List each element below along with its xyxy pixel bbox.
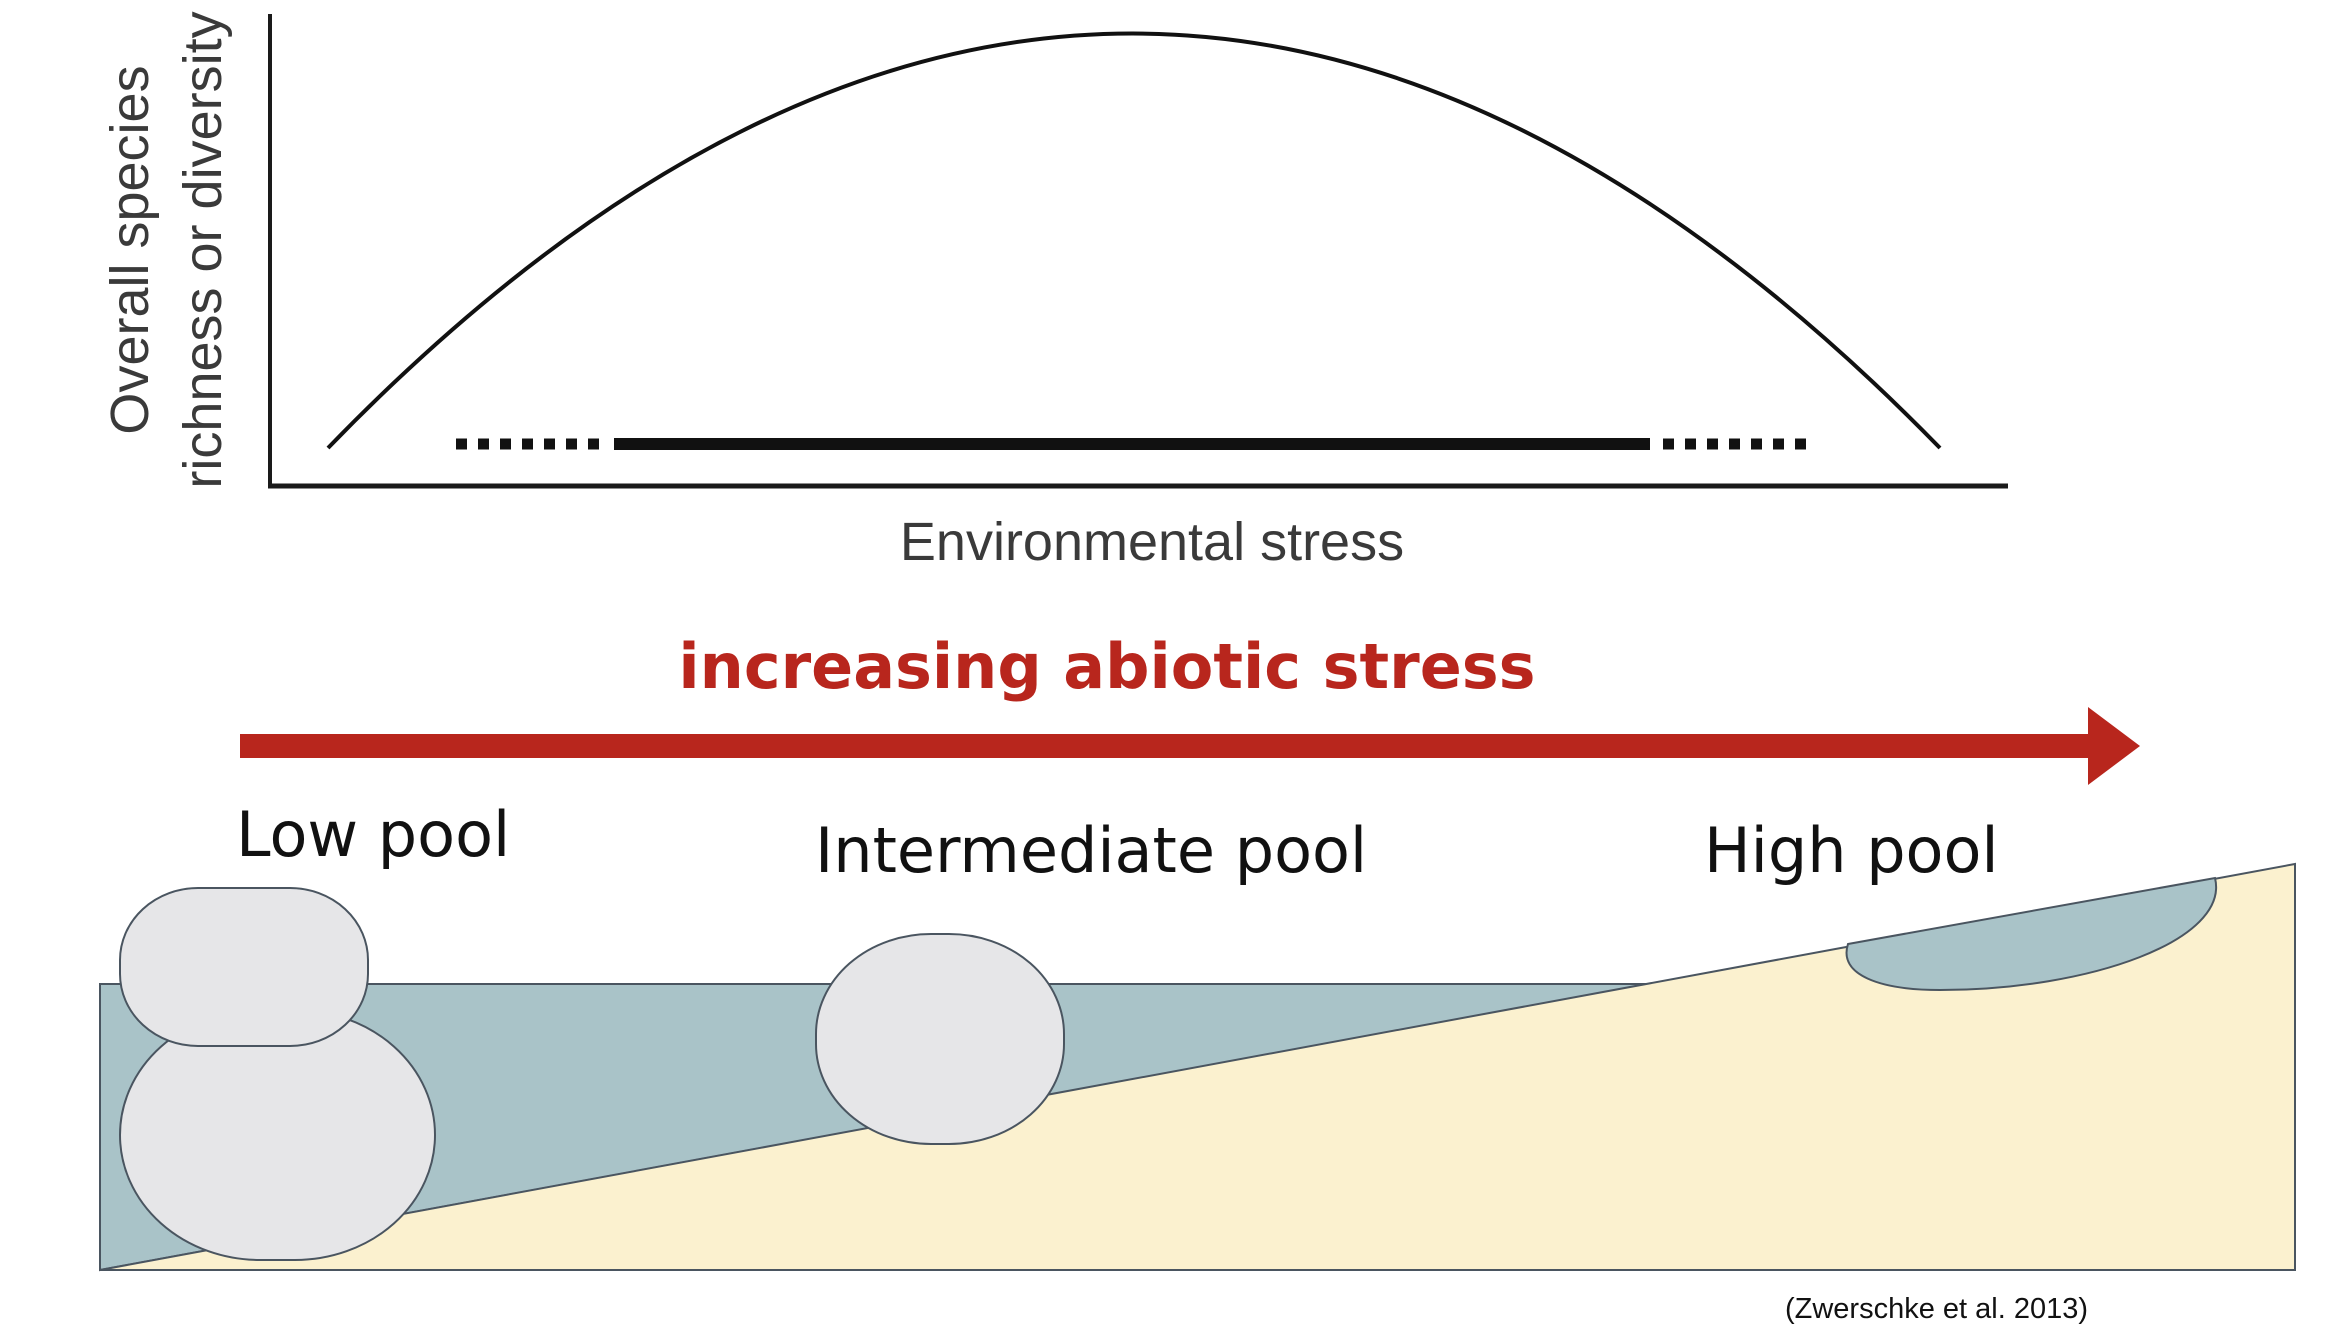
boulder-low-top bbox=[119, 887, 369, 1047]
diversity-graph: Overall species richness or diversity En… bbox=[100, 11, 2008, 572]
pool-label-low: Low pool bbox=[236, 798, 510, 871]
pool-label-intermediate: Intermediate pool bbox=[815, 814, 1367, 887]
sand-slope bbox=[99, 862, 2296, 1271]
diversity-curve bbox=[326, 31, 1942, 450]
stress-gradient-label: increasing abiotic stress bbox=[678, 630, 1535, 703]
pool-label-high: High pool bbox=[1704, 814, 1999, 887]
y-axis-label-line2: richness or diversity bbox=[173, 11, 233, 488]
boulder-intermediate bbox=[815, 933, 1065, 1145]
boulder-low-large bbox=[119, 1009, 436, 1261]
high-pool-water bbox=[1845, 876, 2218, 992]
stress-arrow bbox=[240, 707, 2140, 785]
stress-gradient: increasing abiotic stress bbox=[240, 630, 2140, 785]
x-axis-label: Environmental stress bbox=[900, 512, 1404, 572]
y-axis-label-line1: Overall species bbox=[100, 65, 160, 434]
citation: (Zwerschke et al. 2013) bbox=[1785, 1293, 2088, 1325]
shore-cross-section bbox=[99, 862, 2296, 1272]
